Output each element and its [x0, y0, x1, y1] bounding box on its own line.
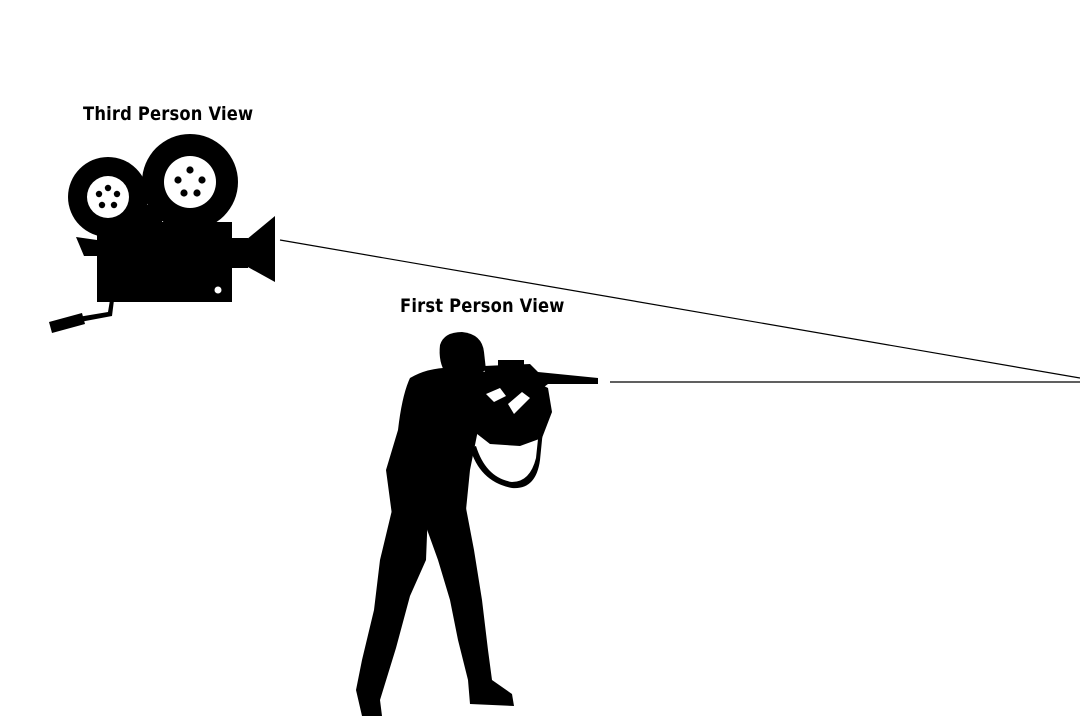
soldier-aiming-rifle-icon: [356, 332, 598, 716]
movie-camera-icon: [49, 134, 275, 333]
third-person-sight-line: [279, 239, 1080, 379]
first-person-view-label: First Person View: [400, 295, 565, 317]
third-person-view-label: Third Person View: [83, 103, 254, 125]
